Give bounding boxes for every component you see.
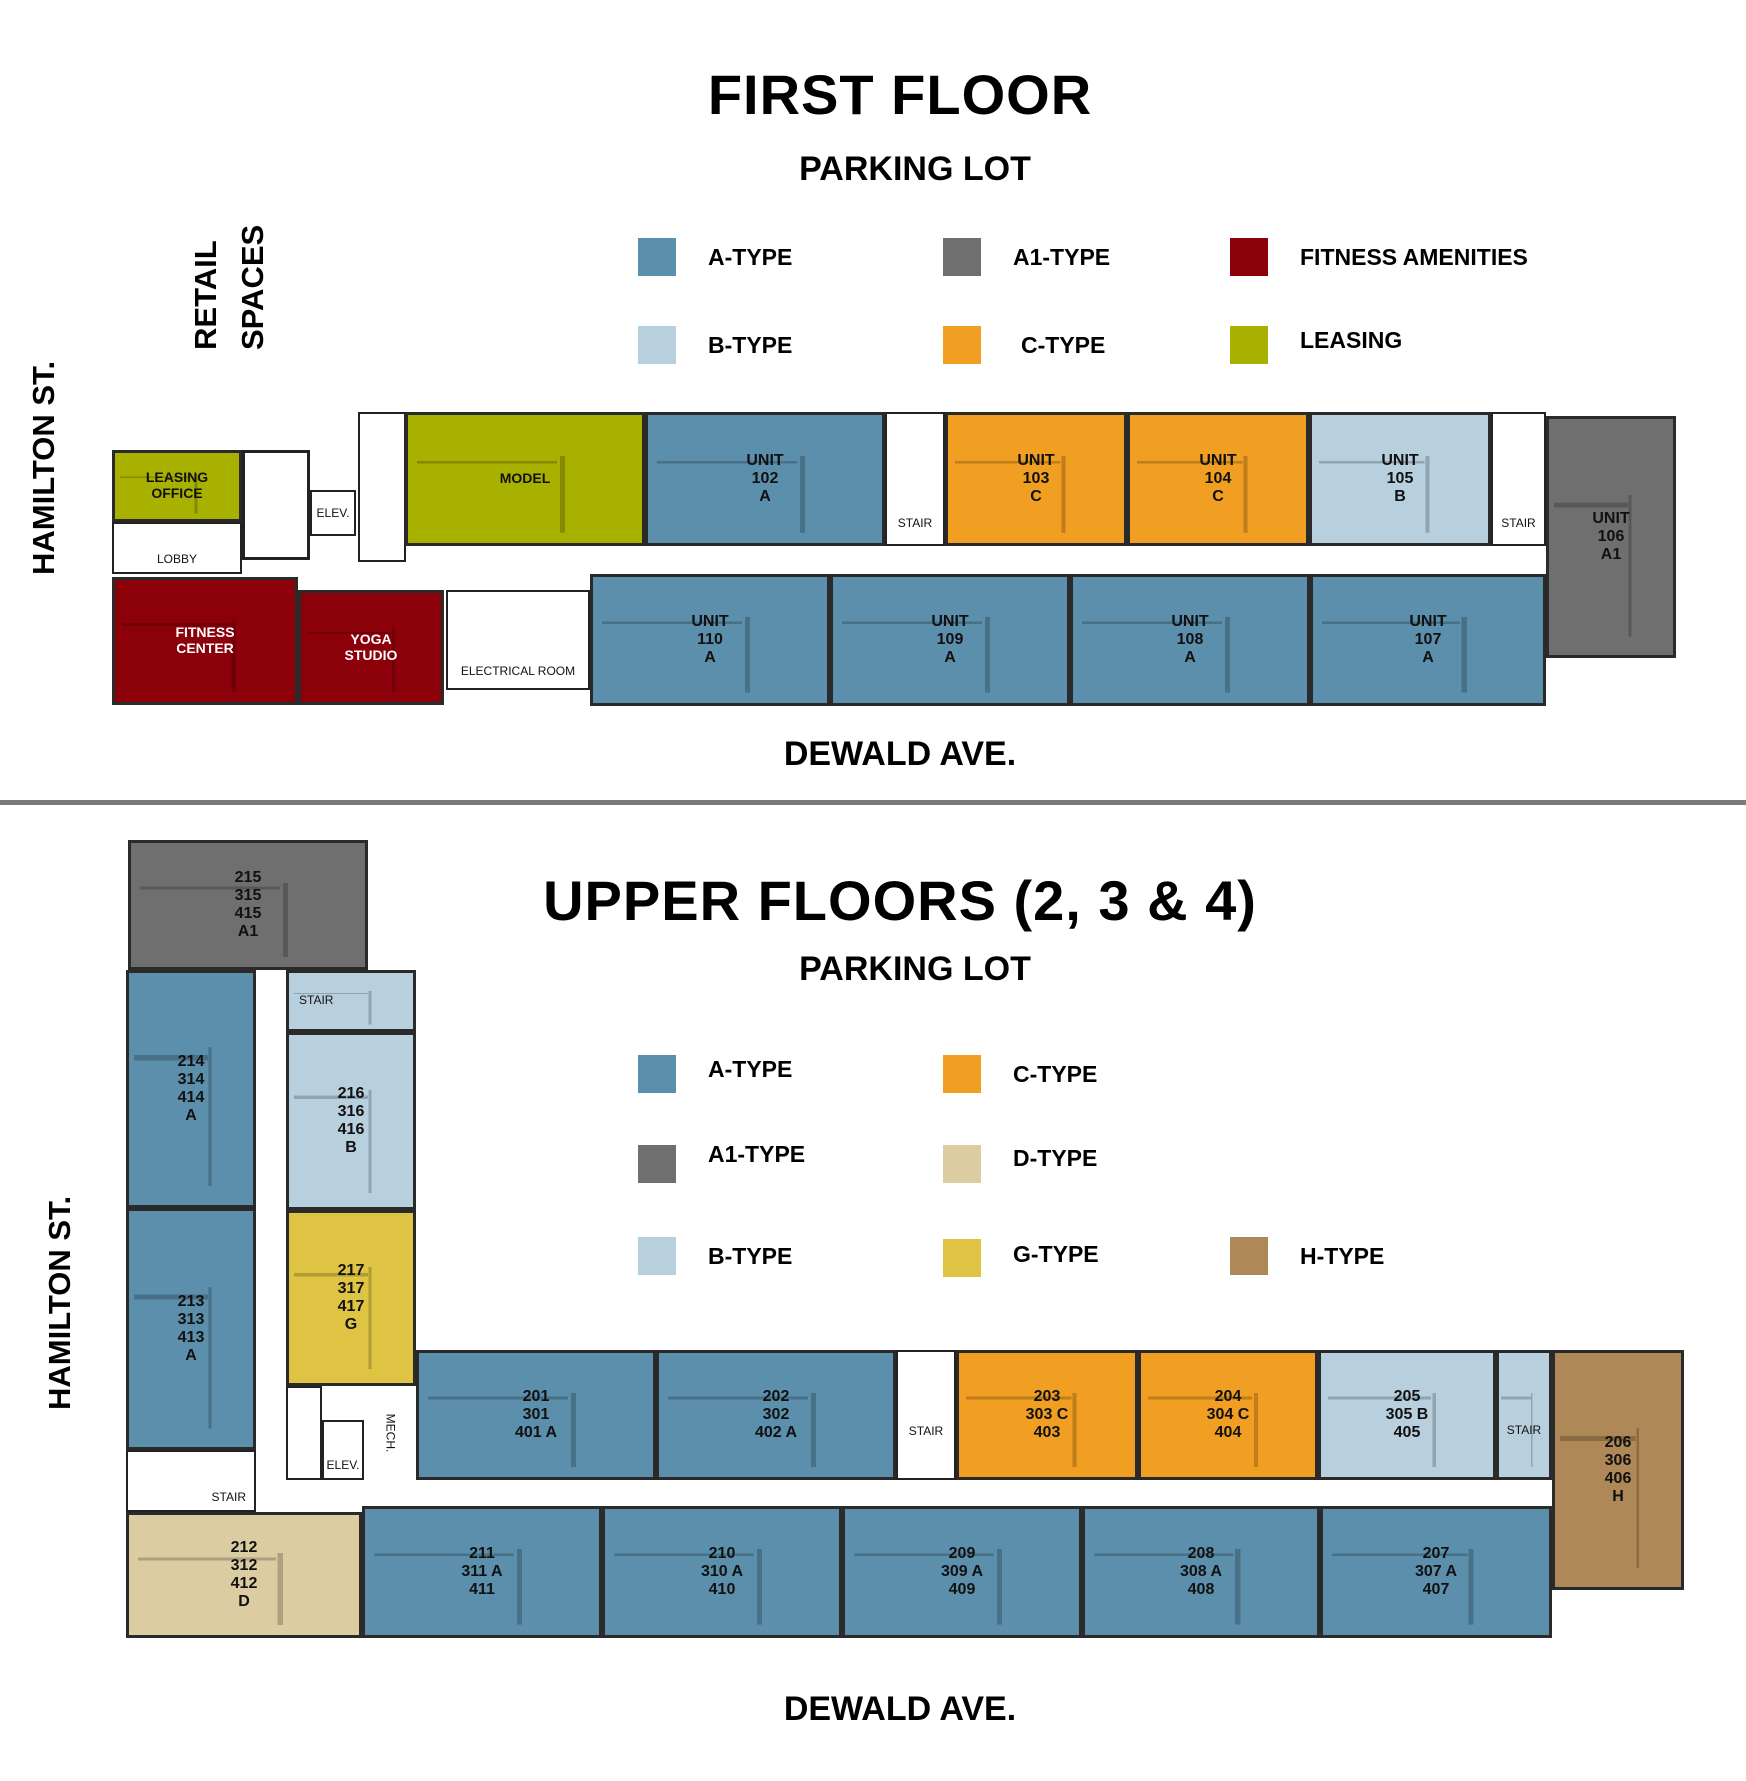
retail-spaces-label-line2: SPACES [235, 224, 270, 350]
unit-214-314-414[interactable]: 214 314 414 A [126, 970, 256, 1208]
legend-swatch-a1-type [943, 238, 981, 276]
legend-swatch-g-type [943, 1239, 981, 1277]
unit-215-315-415[interactable]: 215 315 415 A1 [128, 840, 368, 970]
stair-east[interactable]: STAIR [1496, 1350, 1552, 1480]
stair-2[interactable]: STAIR [1491, 412, 1546, 546]
legend-item-a1-type: A1-TYPE [943, 238, 1110, 276]
legend-label: D-TYPE [1013, 1144, 1098, 1171]
model-unit[interactable]: MODEL [405, 412, 645, 546]
legend-label: G-TYPE [1013, 1240, 1099, 1267]
unit-211-311-411[interactable]: 211 311 A 411 [362, 1506, 602, 1638]
unit-202-302-402[interactable]: 202 302 402 A [656, 1350, 896, 1480]
legend-item-fitness-amenities: FITNESS AMENITIES [1230, 238, 1528, 276]
unit-217-317-417[interactable]: 217 317 417 G [286, 1210, 416, 1386]
unit-201-301-401[interactable]: 201 301 401 A [416, 1350, 656, 1480]
legend-label: A1-TYPE [1013, 243, 1111, 270]
elevator-upper[interactable]: ELEV. [322, 1420, 364, 1480]
unit-209-309-409[interactable]: 209 309 A 409 [842, 1506, 1082, 1638]
unit-212-312-412[interactable]: 212 312 412 D [126, 1512, 362, 1638]
legend-label: FITNESS AMENITIES [1300, 243, 1528, 270]
legend-swatch-a-type [638, 238, 676, 276]
legend-swatch-h-type [1230, 1237, 1268, 1275]
stair-middle[interactable]: STAIR [896, 1350, 956, 1480]
stair-top[interactable]: STAIR [286, 970, 416, 1032]
upper-floors-dewald-ave-label: DEWALD AVE. [783, 1690, 1017, 1728]
first-floor-dewald-ave-label: DEWALD AVE. [783, 735, 1017, 773]
unit-204-304-404[interactable]: 204 304 C 404 [1138, 1350, 1318, 1480]
unit-103[interactable]: UNIT 103 C [945, 412, 1127, 546]
legend-swatch-a1-type [638, 1145, 676, 1183]
first-floor-hamilton-st-label: HAMILTON ST. [26, 360, 61, 575]
legend-swatch-c-type [943, 1055, 981, 1093]
lobby[interactable]: LOBBY [112, 522, 242, 574]
legend-item-a-type: A-TYPE [638, 1055, 792, 1093]
unit-105[interactable]: UNIT 105 B [1309, 412, 1491, 546]
legend-swatch-c-type [943, 326, 981, 364]
service-core [242, 450, 310, 560]
first-floor-parking-lot-label: PARKING LOT [799, 150, 1031, 188]
entry-vestibule [358, 412, 406, 562]
legend-label: A-TYPE [708, 243, 793, 270]
legend-label: C-TYPE [1021, 331, 1106, 358]
retail-spaces-label-line1: RETAIL [188, 240, 223, 350]
unit-109[interactable]: UNIT 109 A [830, 574, 1070, 706]
unit-106[interactable]: UNIT 106 A1 [1546, 416, 1676, 658]
unit-203-303-403[interactable]: 203 303 C 403 [956, 1350, 1138, 1480]
legend-item-a1-type: A1-TYPE [638, 1141, 805, 1183]
unit-210-310-410[interactable]: 210 310 A 410 [602, 1506, 842, 1638]
stair-west[interactable]: STAIR [126, 1450, 256, 1512]
unit-205-305-405[interactable]: 205 305 B 405 [1318, 1350, 1496, 1480]
unit-216-316-416[interactable]: 216 316 416 B [286, 1032, 416, 1210]
legend-label: LEASING [1300, 326, 1403, 353]
legend-swatch-b-type [638, 1237, 676, 1275]
elevator[interactable]: ELEV. [310, 490, 356, 536]
legend-item-g-type: G-TYPE [943, 1239, 1099, 1277]
legend-label: H-TYPE [1300, 1242, 1385, 1269]
yoga-studio[interactable]: YOGA STUDIO [298, 590, 444, 705]
upper-floors-hamilton-st-label: HAMILTON ST. [42, 1195, 77, 1410]
electrical-room[interactable]: ELECTRICAL ROOM [446, 590, 590, 690]
unit-107[interactable]: UNIT 107 A [1310, 574, 1546, 706]
legend-item-h-type: H-TYPE [1230, 1237, 1384, 1275]
fitness-center[interactable]: FITNESS CENTER [112, 577, 298, 705]
mech-room[interactable]: MECH. [364, 1386, 416, 1480]
legend-label: A1-TYPE [708, 1140, 806, 1167]
unit-213-313-413[interactable]: 213 313 413 A [126, 1208, 256, 1450]
service-core-upper [286, 1386, 322, 1480]
unit-207-307-407[interactable]: 207 307 A 407 [1320, 1506, 1552, 1638]
section-divider [0, 800, 1746, 805]
unit-104[interactable]: UNIT 104 C [1127, 412, 1309, 546]
upper-floors-parking-lot-label: PARKING LOT [799, 950, 1031, 988]
legend-item-c-type: C-TYPE [943, 1055, 1097, 1093]
legend-swatch-d-type [943, 1145, 981, 1183]
stair-1[interactable]: STAIR [885, 412, 945, 546]
unit-108[interactable]: UNIT 108 A [1070, 574, 1310, 706]
legend-swatch-leasing [1230, 326, 1268, 364]
upper-floors-title: UPPER FLOORS (2, 3 & 4) [543, 869, 1257, 932]
legend-swatch-b-type [638, 326, 676, 364]
legend-item-b-type: B-TYPE [638, 1237, 792, 1275]
leasing-office[interactable]: LEASING OFFICE [112, 450, 242, 522]
legend-item-a-type: A-TYPE [638, 238, 792, 276]
legend-label: C-TYPE [1013, 1060, 1098, 1087]
legend-item-c-type: C-TYPE [943, 326, 1105, 364]
unit-208-308-408[interactable]: 208 308 A 408 [1082, 1506, 1320, 1638]
legend-item-d-type: D-TYPE [943, 1145, 1097, 1183]
legend-label: B-TYPE [708, 331, 793, 358]
legend-label: A-TYPE [708, 1055, 793, 1082]
unit-206-306-406[interactable]: 206 306 406 H [1552, 1350, 1684, 1590]
legend-swatch-fitness [1230, 238, 1268, 276]
unit-102[interactable]: UNIT 102 A [645, 412, 885, 546]
unit-110[interactable]: UNIT 110 A [590, 574, 830, 706]
legend-item-leasing: LEASING [1230, 326, 1402, 364]
legend-swatch-a-type [638, 1055, 676, 1093]
legend-label: B-TYPE [708, 1242, 793, 1269]
legend-item-b-type: B-TYPE [638, 326, 792, 364]
first-floor-title: FIRST FLOOR [707, 63, 1093, 126]
